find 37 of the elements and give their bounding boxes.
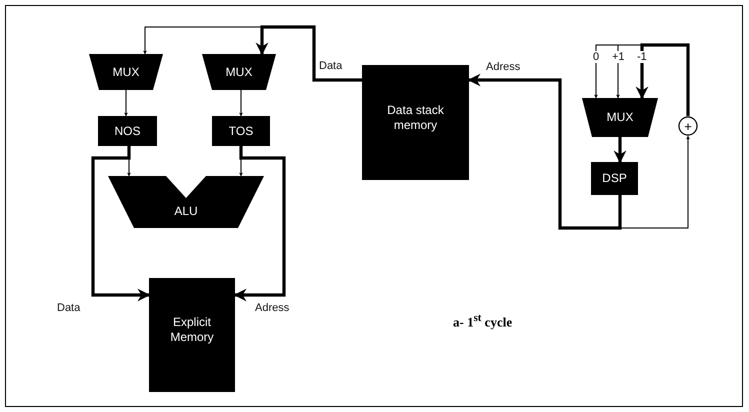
arrow xyxy=(91,146,150,302)
register-block xyxy=(212,116,270,146)
arrow xyxy=(620,136,690,228)
block-label: DSP xyxy=(602,171,627,186)
arrow xyxy=(636,43,690,116)
multiplexer-block xyxy=(202,54,276,90)
multiplexer-block xyxy=(582,98,658,137)
arrow xyxy=(239,90,243,116)
block-label: MUX xyxy=(226,64,252,80)
edge-label: -1 xyxy=(636,51,648,64)
block-label: Data stack memory xyxy=(386,102,445,132)
arrow xyxy=(468,74,622,230)
block-label: MUX xyxy=(606,110,634,125)
arrow xyxy=(614,137,626,164)
block-label: Explicit Memory xyxy=(169,315,215,345)
adder-circle xyxy=(678,116,698,136)
alu-block xyxy=(108,176,264,228)
block-label: ALU xyxy=(174,204,198,218)
register-block xyxy=(591,162,638,195)
edge-label: Data xyxy=(56,302,82,314)
caption: a- 1$^{st}$ cycle xyxy=(453,312,512,330)
edge-label: Adress xyxy=(254,302,290,314)
block-label: NOS xyxy=(114,124,140,138)
memory-block xyxy=(362,65,469,180)
plus-sign: + xyxy=(684,120,692,132)
edge-label: Adress xyxy=(485,61,522,74)
memory-block xyxy=(149,278,235,392)
multiplexer-block xyxy=(89,54,163,90)
edge-label: Data xyxy=(318,60,344,72)
block-label: TOS xyxy=(228,124,254,138)
register-block xyxy=(98,116,157,146)
edge-label: 0 xyxy=(592,51,600,64)
block-label: MUX xyxy=(112,64,140,80)
edge-label: +1 xyxy=(611,51,626,64)
arrow xyxy=(256,25,362,82)
arrow xyxy=(234,146,286,302)
arrow xyxy=(124,90,128,116)
